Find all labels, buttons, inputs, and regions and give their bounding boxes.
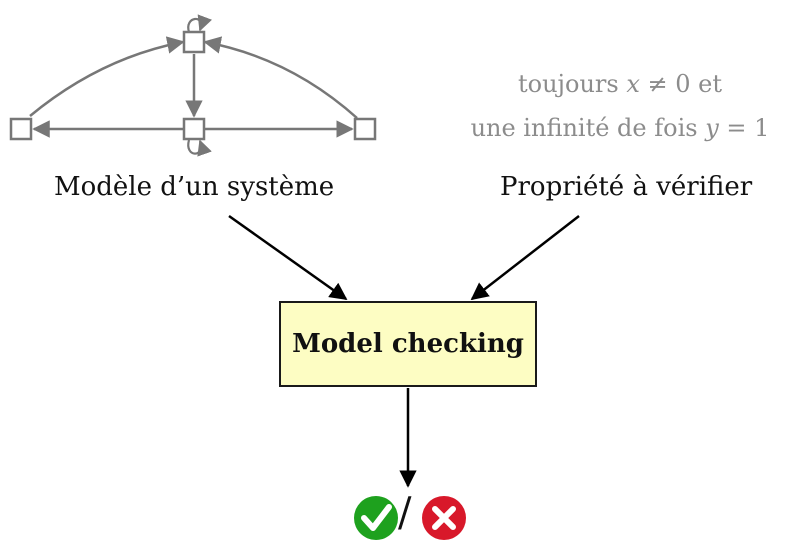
state-top: [182, 30, 206, 54]
state-right: [353, 117, 377, 141]
model-label: Modèle d’un système: [54, 172, 335, 202]
arrow-model-to-checker: [228, 214, 348, 301]
arc-left-to-top: [29, 36, 185, 117]
result-separator: /: [398, 490, 412, 536]
self-loop-middle: [187, 139, 212, 157]
property-line-1: toujours x ≠ 0 et: [518, 70, 722, 98]
self-loop-top: [187, 14, 213, 33]
property-formula: toujours x ≠ 0 et une infinité de fois y…: [440, 62, 800, 150]
state-left: [9, 117, 33, 141]
model-checking-title: Model checking: [292, 329, 524, 359]
property-line-2: une infinité de fois y = 1: [470, 114, 770, 142]
transition-system-graph: [9, 14, 377, 157]
model-checking-box: Model checking: [279, 301, 537, 387]
cross-icon: [422, 496, 466, 540]
arrow-property-to-checker: [470, 215, 580, 301]
state-middle: [182, 117, 206, 141]
property-label: Propriété à vérifier: [500, 172, 753, 202]
check-icon: [354, 496, 398, 540]
arc-right-to-top: [203, 36, 358, 119]
